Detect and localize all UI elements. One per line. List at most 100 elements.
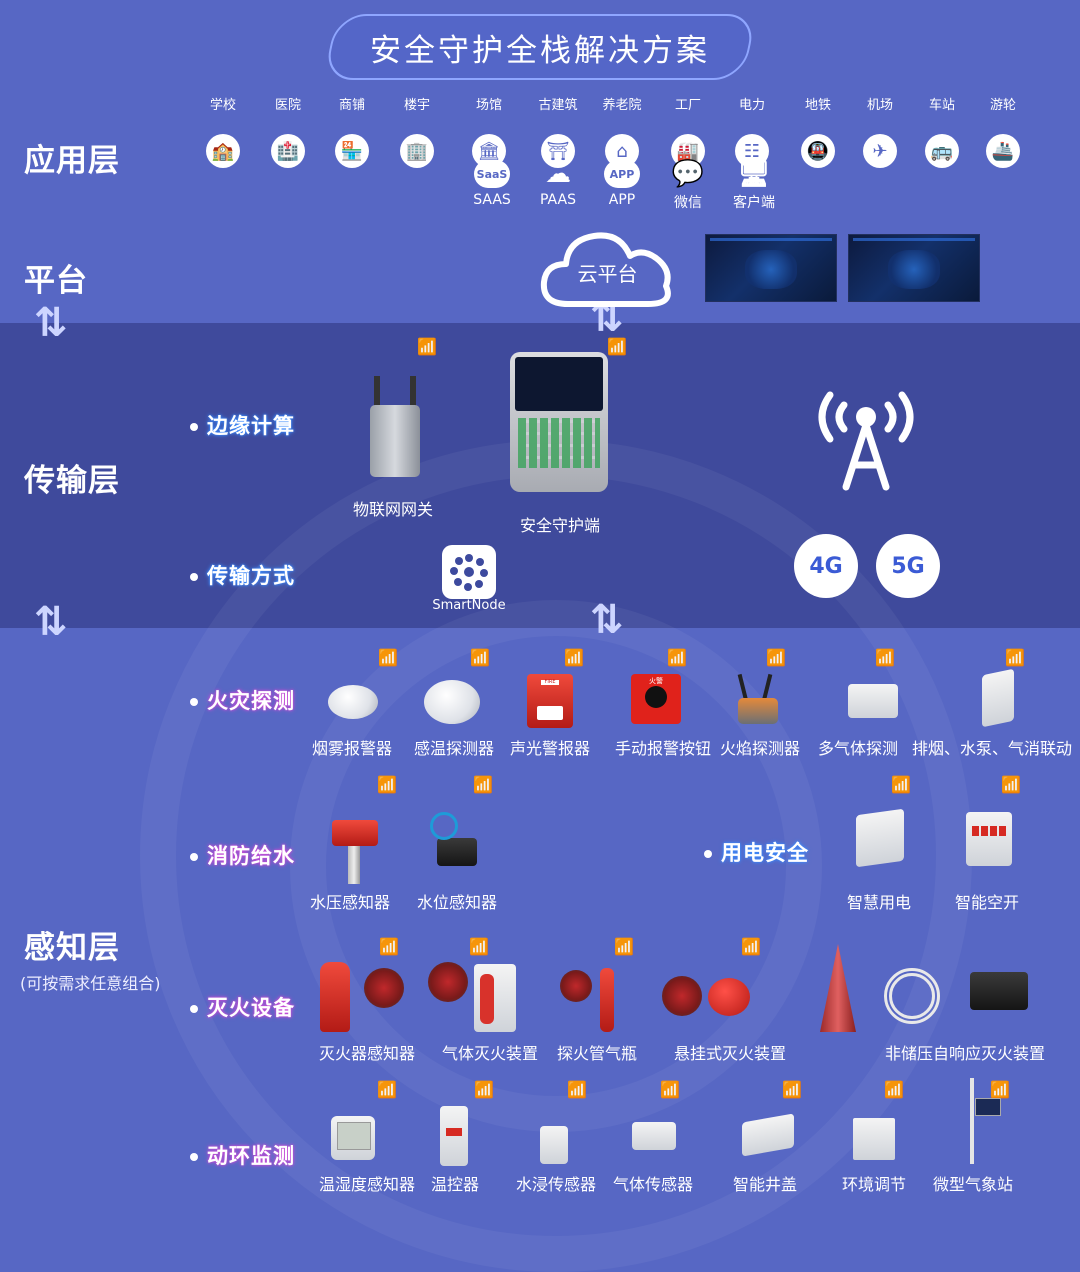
wifi-icon: 📶 <box>990 1080 1010 1099</box>
manual-alarm-button-device: 火警 <box>631 674 681 724</box>
wifi-icon: 📶 <box>417 337 437 356</box>
probe-tube-sensor <box>560 970 592 1002</box>
building-icon: 🏢 <box>400 134 434 168</box>
flame-detector-device <box>738 698 778 724</box>
service-label: PAAS <box>540 192 576 208</box>
category-fire-water: 消防给水 <box>190 840 295 870</box>
sync-arrows-icon: ⇅ <box>34 599 68 645</box>
scenario-label: 电力 <box>738 98 765 113</box>
wechat-icon: 💬 <box>671 159 705 189</box>
wifi-icon: 📶 <box>470 648 490 667</box>
linkage-module-device <box>982 668 1014 728</box>
wifi-icon: 📶 <box>567 1080 587 1099</box>
desktop-client-icon: 🖥 <box>737 159 771 189</box>
category-transport-method: 传输方式 <box>190 560 295 590</box>
perception-layer-label: 感知层 <box>24 930 120 966</box>
smoke-detector-device <box>328 685 378 719</box>
scenario-shop: 商铺🏪 <box>320 94 384 168</box>
scenario-station: 车站 🚌 <box>910 94 974 168</box>
page-title: 安全守护全栈解决方案 <box>322 14 758 80</box>
saas-icon: SaaS <box>474 160 510 188</box>
service-label: 微信 <box>674 195 702 211</box>
scenario-power: 电力☷ <box>720 94 784 168</box>
category-electrical-safety: 用电安全 <box>704 837 809 867</box>
wifi-icon: 📶 <box>884 1080 904 1099</box>
temp-humidity-sensor-device <box>331 1116 375 1160</box>
heat-detector-device <box>424 680 480 724</box>
wifi-icon: 📶 <box>377 1080 397 1099</box>
scenario-label: 养老院 <box>602 98 642 113</box>
cruise-icon: 🚢 <box>986 134 1020 168</box>
transport-layer-label: 传输层 <box>24 463 120 499</box>
scenario-venue: 场馆🏛 <box>457 94 521 168</box>
hanging-extinguisher-ball <box>708 978 750 1016</box>
wifi-icon: 📶 <box>379 937 399 956</box>
cloud-platform-label: 云平台 <box>577 262 638 286</box>
service-wechat: 💬 微信 <box>656 159 720 212</box>
wifi-icon: 📶 <box>474 1080 494 1099</box>
service-saas: SaaS SAAS <box>460 160 524 208</box>
scenario-airport: 机场✈ <box>848 94 912 168</box>
scenario-label: 工厂 <box>674 98 701 113</box>
gateway-antenna <box>410 376 416 410</box>
thermostat-device <box>440 1106 468 1166</box>
smart-electricity-device <box>856 808 904 868</box>
scenario-nursing-home: 养老院⌂ <box>590 94 654 168</box>
scenario-factory: 工厂🏭 <box>656 94 720 168</box>
scenario-school: 学校🏫 <box>191 94 255 168</box>
gas-extinguisher-sensor <box>428 962 468 1002</box>
wifi-icon: 📶 <box>377 775 397 794</box>
extinguisher-sensor-device <box>364 968 404 1008</box>
scenario-label: 车站 <box>928 98 955 113</box>
fire-extinguisher-device <box>320 962 350 1032</box>
paas-icon: ☁ <box>545 159 571 189</box>
scenario-label: 学校 <box>209 98 236 113</box>
wifi-icon: 📶 <box>660 1080 680 1099</box>
scenario-label: 楼宇 <box>403 98 430 113</box>
scenario-label: 古建筑 <box>538 98 578 113</box>
station-icon: 🚌 <box>925 134 959 168</box>
multi-gas-detector-device <box>848 684 898 718</box>
service-desktop-client: 🖥 客户端 <box>722 159 786 212</box>
wifi-icon: 📶 <box>667 648 687 667</box>
dashboard-screenshot <box>705 234 837 302</box>
wifi-icon: 📶 <box>875 648 895 667</box>
wifi-icon: 📶 <box>607 337 627 356</box>
ancient-building-icon: ⛩ <box>541 134 575 168</box>
gas-sensor-device <box>632 1122 676 1150</box>
probe-tube-cylinder <box>600 968 614 1032</box>
gateway-antenna <box>374 376 380 410</box>
wifi-icon: 📶 <box>473 775 493 794</box>
5g-badge: 5G <box>876 534 940 598</box>
category-extinguishing: 灭火设备 <box>190 992 295 1022</box>
application-layer-label: 应用层 <box>24 143 120 179</box>
sync-arrows-icon: ⇅ <box>34 300 68 346</box>
smart-breaker-device <box>966 812 1012 866</box>
scenario-label: 游轮 <box>989 98 1016 113</box>
wifi-icon: 📶 <box>614 937 634 956</box>
service-label: 客户端 <box>733 195 775 211</box>
sound-light-alarm-device: FIRE <box>527 674 573 728</box>
category-edge-computing: 边缘计算 <box>190 410 295 440</box>
app-icon: APP <box>604 160 640 188</box>
scenario-label: 地铁 <box>804 98 831 113</box>
weather-station-pole <box>970 1078 974 1164</box>
sync-arrows-icon: ⇅ <box>590 597 624 643</box>
wifi-icon: 📶 <box>564 648 584 667</box>
sensor-cable <box>430 812 458 840</box>
platform-layer-label: 平台 <box>24 263 88 299</box>
wifi-icon: 📶 <box>1005 648 1025 667</box>
metro-icon: 🚇 <box>801 134 835 168</box>
hospital-icon: 🏥 <box>271 134 305 168</box>
environment-control-panel <box>853 1118 895 1160</box>
airport-icon: ✈ <box>863 134 897 168</box>
scenario-ancient-building: 古建筑 ⛩ <box>526 94 590 168</box>
4g-badge: 4G <box>794 534 858 598</box>
service-label: SAAS <box>473 192 511 208</box>
service-paas: ☁ PAAS <box>526 159 590 208</box>
wifi-icon: 📶 <box>891 775 911 794</box>
solar-panel <box>975 1098 1001 1116</box>
hanging-extinguisher-sensor <box>662 976 702 1016</box>
scenario-metro: 地铁 🚇 <box>786 94 850 168</box>
